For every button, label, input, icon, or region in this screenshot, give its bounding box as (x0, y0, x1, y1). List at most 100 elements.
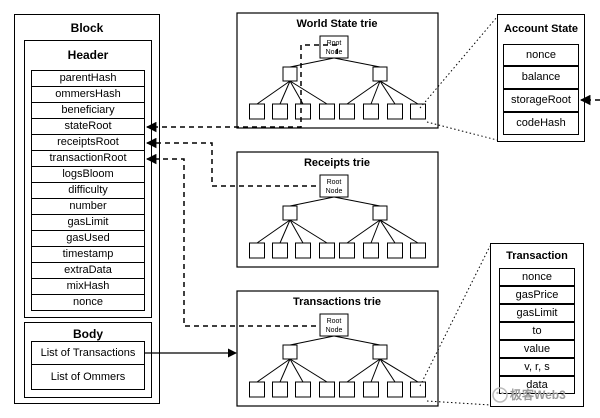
header-field-transactionroot: transactionRoot (31, 150, 145, 167)
transaction-field-gaslimit: gasLimit (499, 304, 575, 322)
leaf-node (249, 242, 265, 259)
header-field-logsbloom: logsBloom (31, 166, 145, 183)
branch-node (282, 205, 298, 221)
trie-edge (346, 219, 381, 244)
header-field-number: number (31, 198, 145, 215)
body-title: Body (73, 327, 103, 341)
leaf-node (410, 103, 426, 120)
transaction-field-to: to (499, 322, 575, 340)
trie-edge (379, 358, 419, 383)
leaf-node (387, 103, 403, 120)
receipts-trie-box (236, 151, 439, 268)
leaf-node (295, 103, 311, 120)
trie-edge (256, 219, 291, 244)
root-node-label: Root (327, 179, 342, 186)
transaction-field-nonce: nonce (499, 268, 575, 286)
root-node-label: Node (326, 327, 343, 334)
branch-node (282, 344, 298, 360)
world-state-trie-box (236, 12, 439, 129)
leaf-node (339, 242, 355, 259)
transaction-field-vrs: v, r, s (499, 358, 575, 376)
account-guide-bottom (426, 121, 498, 141)
stateroot-connector (145, 44, 338, 133)
trie-edge (333, 57, 381, 68)
header-field-gasused: gasUsed (31, 230, 145, 247)
trie-edge (333, 196, 381, 207)
trie-edge (279, 358, 291, 383)
account-state-title: Account State (504, 23, 578, 35)
trie-edge (289, 196, 335, 207)
header-field-ommershash: ommersHash (31, 86, 145, 103)
transaction-field-data: data (499, 376, 575, 394)
leaf-node (410, 381, 426, 398)
leaf-node (295, 242, 311, 259)
leaf-node (387, 242, 403, 259)
branch-node (372, 344, 388, 360)
header-title: Header (67, 48, 109, 62)
receiptsroot-connector (145, 137, 316, 187)
leaf-node (272, 381, 288, 398)
trie-edge (289, 358, 328, 383)
leaf-node (410, 242, 426, 259)
trie-edge (289, 358, 304, 383)
leaf-node (339, 381, 355, 398)
leaf-node (363, 103, 379, 120)
root-node-label: Root (327, 40, 342, 47)
header-field-timestamp: timestamp (31, 246, 145, 263)
transaction-field-value: value (499, 340, 575, 358)
header-field-parenthash: parentHash (31, 70, 145, 87)
transaction-field-gasprice: gasPrice (499, 286, 575, 304)
body-item-list-of-ommers: List of Ommers (31, 364, 145, 390)
root-node (319, 174, 349, 198)
transaction-guide-bottom (426, 400, 491, 406)
trie-edge (289, 57, 335, 68)
leaf-node (339, 103, 355, 120)
trie-edge (289, 335, 335, 346)
leaf-node (363, 381, 379, 398)
branch-node (372, 66, 388, 82)
header-field-beneficiary: beneficiary (31, 102, 145, 119)
leaf-node (272, 242, 288, 259)
trie-edge (279, 219, 291, 244)
transaction-title: Transaction (506, 250, 568, 262)
branch-node (282, 66, 298, 82)
header-field-extradata: extraData (31, 262, 145, 279)
root-node (319, 313, 349, 337)
body-item-list-of-transactions: List of Transactions (31, 341, 145, 365)
trie-edge (256, 358, 291, 383)
block-title: Block (70, 21, 104, 35)
header-field-gaslimit: gasLimit (31, 214, 145, 231)
account-guide-top (419, 16, 498, 109)
header-field-stateroot: stateRoot (31, 118, 145, 135)
trie-edge (333, 335, 381, 346)
transaction-guide-top (419, 245, 491, 387)
transactionroot-connector (145, 153, 316, 327)
trie-edge (379, 219, 419, 244)
trie-edge (379, 219, 396, 244)
leaf-node (319, 242, 335, 259)
trie-edge (256, 80, 291, 105)
root-node-label: Root (327, 318, 342, 325)
header-field-receiptsroot: receiptsRoot (31, 134, 145, 151)
trie-edge (379, 80, 419, 105)
branch-node (372, 205, 388, 221)
trie-edge (379, 80, 396, 105)
leaf-node (363, 242, 379, 259)
account-field-balance: balance (503, 66, 579, 89)
trie-edge (289, 80, 304, 105)
trie-edge (289, 219, 328, 244)
header-field-nonce: nonce (31, 294, 145, 311)
root-node (319, 35, 349, 59)
trie-edge (379, 358, 396, 383)
leaf-node (295, 381, 311, 398)
world-state-trie-title: World State trie (296, 18, 377, 30)
leaf-node (272, 103, 288, 120)
leaf-node (249, 381, 265, 398)
trie-edge (370, 358, 381, 383)
transactions-trie-title: Transactions trie (293, 296, 381, 308)
trie-edge (346, 358, 381, 383)
